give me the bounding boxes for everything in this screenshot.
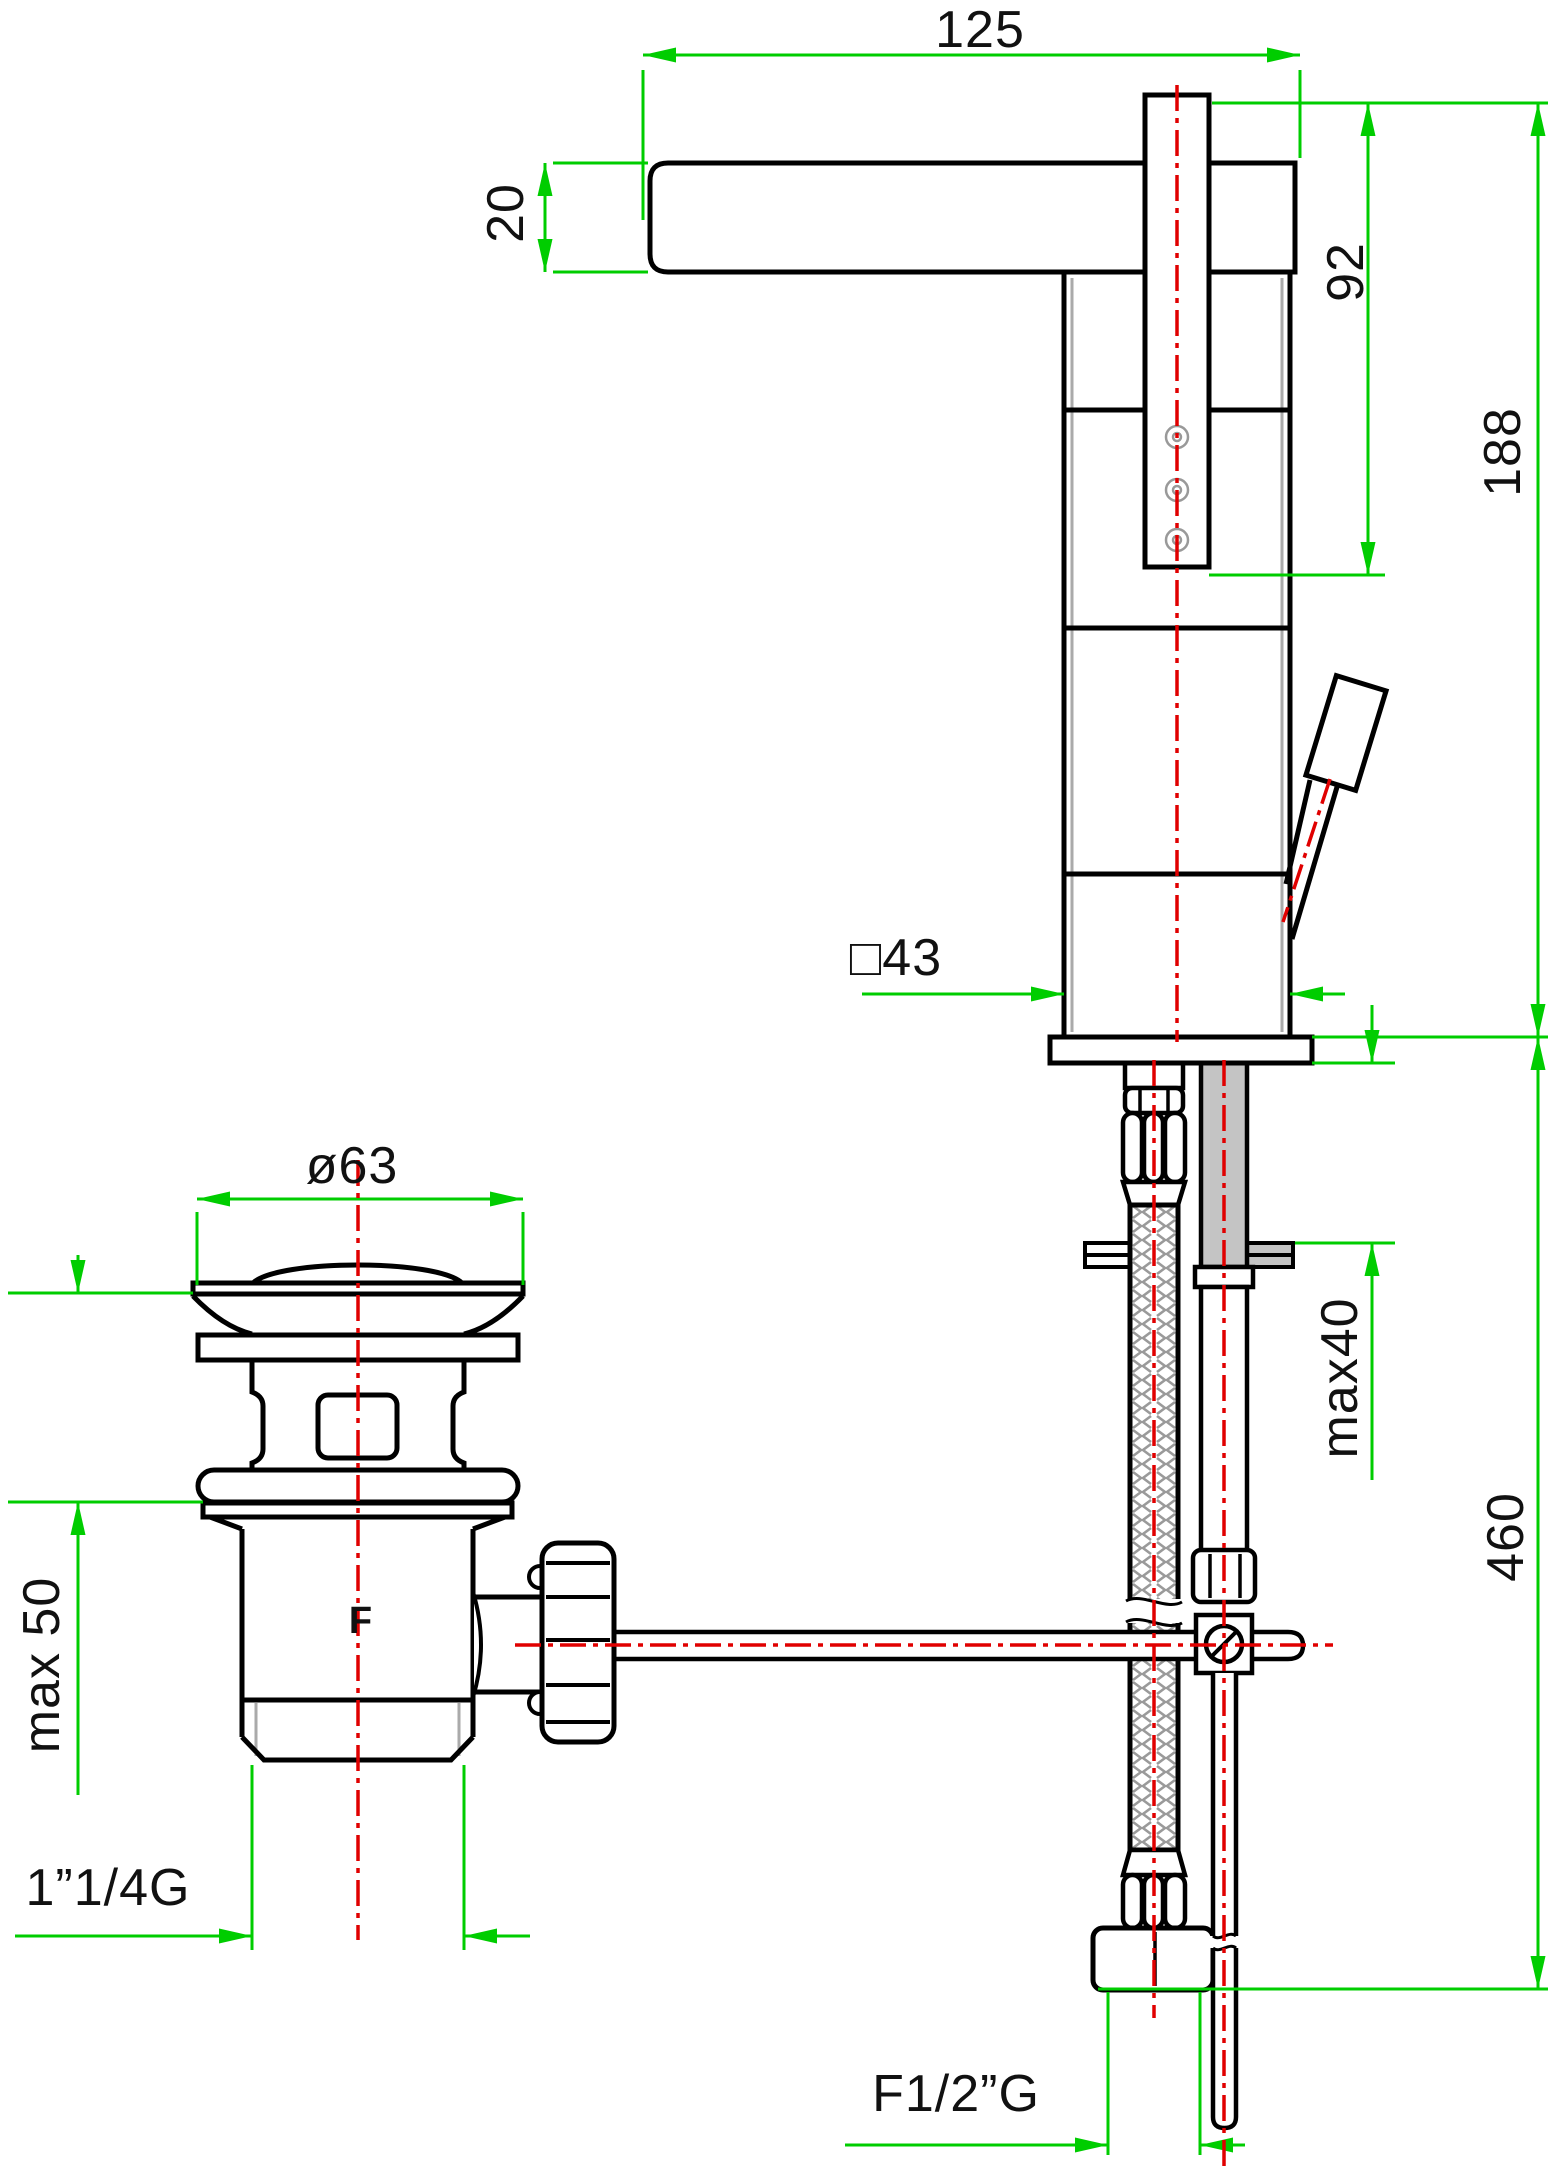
dim-label-188: 188 — [1474, 407, 1532, 497]
dim-label-max40: max40 — [1311, 1297, 1369, 1459]
dim-label-125: 125 — [935, 1, 1025, 59]
dim-460 — [1098, 1037, 1548, 1991]
dimension-lines — [8, 47, 1548, 2155]
lever-outline — [1283, 672, 1390, 940]
pop-up-linkage-rod — [527, 1629, 1306, 1662]
dim-max50 — [8, 1255, 203, 1795]
mounting-washer — [1083, 1241, 1295, 1269]
dim-125 — [641, 47, 1302, 220]
dim-label-63: ø63 — [305, 1137, 399, 1195]
dim-label-20: 20 — [477, 183, 535, 243]
drain-knob — [539, 1540, 617, 1745]
lever-centerline — [1281, 778, 1332, 923]
drain-letter-marking: F — [348, 1600, 374, 1642]
base-plate — [1047, 1034, 1315, 1066]
handle-screws — [1164, 424, 1190, 553]
dim-label-460: 460 — [1477, 1492, 1535, 1582]
dim-max40 — [1295, 1005, 1395, 1480]
dim-188 — [1212, 101, 1548, 1039]
spout-outline — [647, 160, 1298, 275]
drain-assembly — [190, 1262, 617, 1763]
dim-20 — [537, 161, 648, 274]
dim-63 — [195, 1191, 525, 1285]
dim-label-drain-thread: 1”1/4G — [25, 1859, 191, 1917]
dim-label-43: □43 — [849, 929, 943, 987]
dim-92 — [1209, 103, 1385, 577]
dim-label-hose-thread: F1/2”G — [872, 2065, 1040, 2123]
centerlines — [356, 85, 1333, 2167]
dim-label-max50: max 50 — [13, 1576, 71, 1754]
faucet-body — [647, 92, 1390, 1066]
dim-1-1-4G — [15, 1765, 530, 1950]
dim-label-92: 92 — [1317, 242, 1375, 302]
